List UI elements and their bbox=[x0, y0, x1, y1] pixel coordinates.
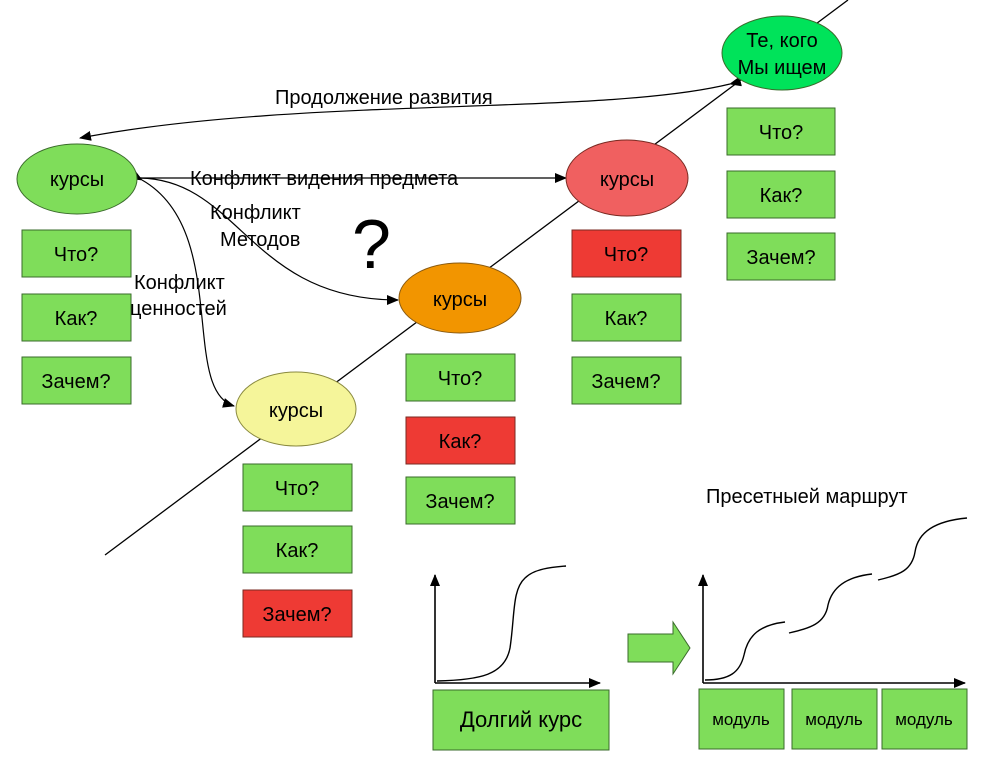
long-course-label: Долгий курс bbox=[460, 707, 582, 732]
values-conflict-arrow bbox=[129, 170, 235, 408]
red-why-label: Зачем? bbox=[591, 371, 660, 393]
continuation-label: Продолжение развития bbox=[275, 87, 493, 109]
orange-what-box bbox=[405, 353, 516, 402]
left-how-box bbox=[21, 293, 132, 342]
orange-why-box bbox=[405, 476, 516, 525]
red-what-box bbox=[571, 229, 682, 278]
yellow-course-node bbox=[235, 371, 357, 447]
module-label-1: модуль bbox=[712, 710, 770, 729]
values-conflict-label-line2: ценностей bbox=[130, 298, 227, 320]
question-mark: ? bbox=[352, 205, 391, 283]
long-course-box bbox=[432, 689, 610, 751]
red-how-box bbox=[571, 293, 682, 342]
target-what-label: Что? bbox=[759, 122, 804, 144]
target-how-box bbox=[726, 170, 836, 219]
target-node-line1: Те, кого bbox=[746, 30, 817, 52]
orange-what-label: Что? bbox=[438, 368, 483, 390]
orange-how-label: Как? bbox=[439, 431, 482, 453]
yellow-what-box bbox=[242, 463, 353, 512]
preset-route-title: Пресетныей маршрут bbox=[706, 486, 908, 508]
red-how-label: Как? bbox=[605, 308, 648, 330]
transition-arrow-icon bbox=[627, 620, 691, 676]
left-why-box bbox=[21, 356, 132, 405]
continuation-arrow bbox=[79, 76, 742, 141]
preset-route-curve-3 bbox=[877, 517, 968, 581]
target-how-label: Как? bbox=[760, 185, 803, 207]
red-course-node bbox=[565, 139, 689, 217]
red-why-box bbox=[571, 356, 682, 405]
yellow-why-box bbox=[242, 589, 353, 638]
module-box-3 bbox=[881, 688, 968, 750]
left-course-label: курсы bbox=[50, 169, 104, 191]
yellow-how-label: Как? bbox=[276, 540, 319, 562]
orange-course-label: курсы bbox=[433, 289, 487, 311]
yellow-course-label: курсы bbox=[269, 400, 323, 422]
yellow-why-label: Зачем? bbox=[262, 604, 331, 626]
yellow-what-label: Что? bbox=[275, 478, 320, 500]
values-conflict-label-line1: Конфликт bbox=[134, 272, 225, 294]
vision-conflict-label: Конфликт видения предмета bbox=[190, 168, 459, 190]
left-why-label: Зачем? bbox=[41, 371, 110, 393]
left-how-label: Как? bbox=[55, 308, 98, 330]
red-course-label: курсы bbox=[600, 169, 654, 191]
preset-route-curve-1 bbox=[704, 621, 786, 681]
long-course-curve bbox=[436, 565, 567, 682]
methods-conflict-label-line2: Методов bbox=[220, 229, 300, 251]
left-what-box bbox=[21, 229, 132, 278]
target-why-label: Зачем? bbox=[746, 247, 815, 269]
left-what-label: Что? bbox=[54, 244, 99, 266]
preset-route-curve-2 bbox=[788, 573, 873, 634]
module-box-1 bbox=[698, 688, 785, 750]
orange-how-box bbox=[405, 416, 516, 465]
target-node bbox=[721, 15, 843, 91]
orange-why-label: Зачем? bbox=[425, 491, 494, 513]
methods-conflict-label-line1: Конфликт bbox=[210, 202, 301, 224]
left-course-node bbox=[16, 143, 138, 215]
module-label-2: модуль bbox=[805, 710, 863, 729]
module-label-3: модуль bbox=[895, 710, 953, 729]
yellow-how-box bbox=[242, 525, 353, 574]
target-why-box bbox=[726, 232, 836, 281]
target-node-line2: Мы ищем bbox=[738, 57, 827, 79]
orange-course-node bbox=[398, 262, 522, 334]
target-what-box bbox=[726, 107, 836, 156]
red-what-label: Что? bbox=[604, 244, 649, 266]
module-box-2 bbox=[791, 688, 878, 750]
